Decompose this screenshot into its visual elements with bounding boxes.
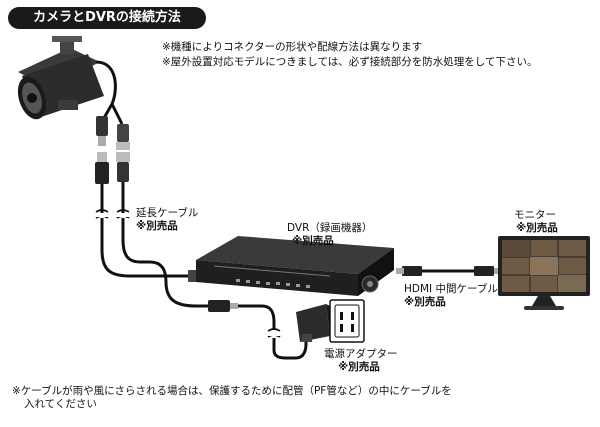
dc-plug-extension-icon bbox=[95, 152, 109, 184]
page-title: カメラとDVRの接続方法 bbox=[8, 7, 206, 29]
note-waterproofing: ※屋外設置対応モデルにつきましては、必ず接続部分を防水処理をして下さい。 bbox=[162, 56, 538, 68]
extension-cable-sub-label: ※別売品 bbox=[136, 220, 178, 232]
footnote-line-1: ※ケーブルが雨や風にさらされる場合は、保護するために配管（PF管など）の中にケー… bbox=[12, 385, 452, 397]
dvr-recorder-icon bbox=[196, 236, 394, 296]
hdmi-cable-label: HDMI 中間ケーブル bbox=[404, 283, 498, 295]
hdmi-cable-sub-label: ※別売品 bbox=[404, 296, 446, 308]
wall-outlet-icon bbox=[329, 299, 365, 343]
power-adapter-label: 電源アダプター bbox=[324, 348, 398, 360]
extension-cable-label: 延長ケーブル bbox=[136, 207, 199, 219]
footnote-line-2: 入れてください bbox=[24, 398, 97, 410]
bnc-extension-icon bbox=[116, 152, 130, 182]
dvr-sub-label: ※別売品 bbox=[292, 235, 334, 247]
bnc-connector-icon bbox=[116, 124, 130, 150]
bullet-camera-icon bbox=[17, 36, 104, 120]
monitor-icon bbox=[498, 236, 590, 310]
power-adapter-sub-label: ※別売品 bbox=[338, 361, 380, 373]
monitor-label: モニター bbox=[514, 209, 556, 221]
note-connector-shape: ※機種によりコネクターの形状や配線方法は異なります bbox=[162, 41, 423, 53]
dc-plug-icon bbox=[96, 116, 108, 146]
dvr-label: DVR（録画機器） bbox=[287, 222, 373, 234]
hdmi-cable-icon bbox=[396, 266, 502, 276]
monitor-sub-label: ※別売品 bbox=[516, 222, 558, 234]
dc-jack-icon bbox=[208, 300, 238, 312]
